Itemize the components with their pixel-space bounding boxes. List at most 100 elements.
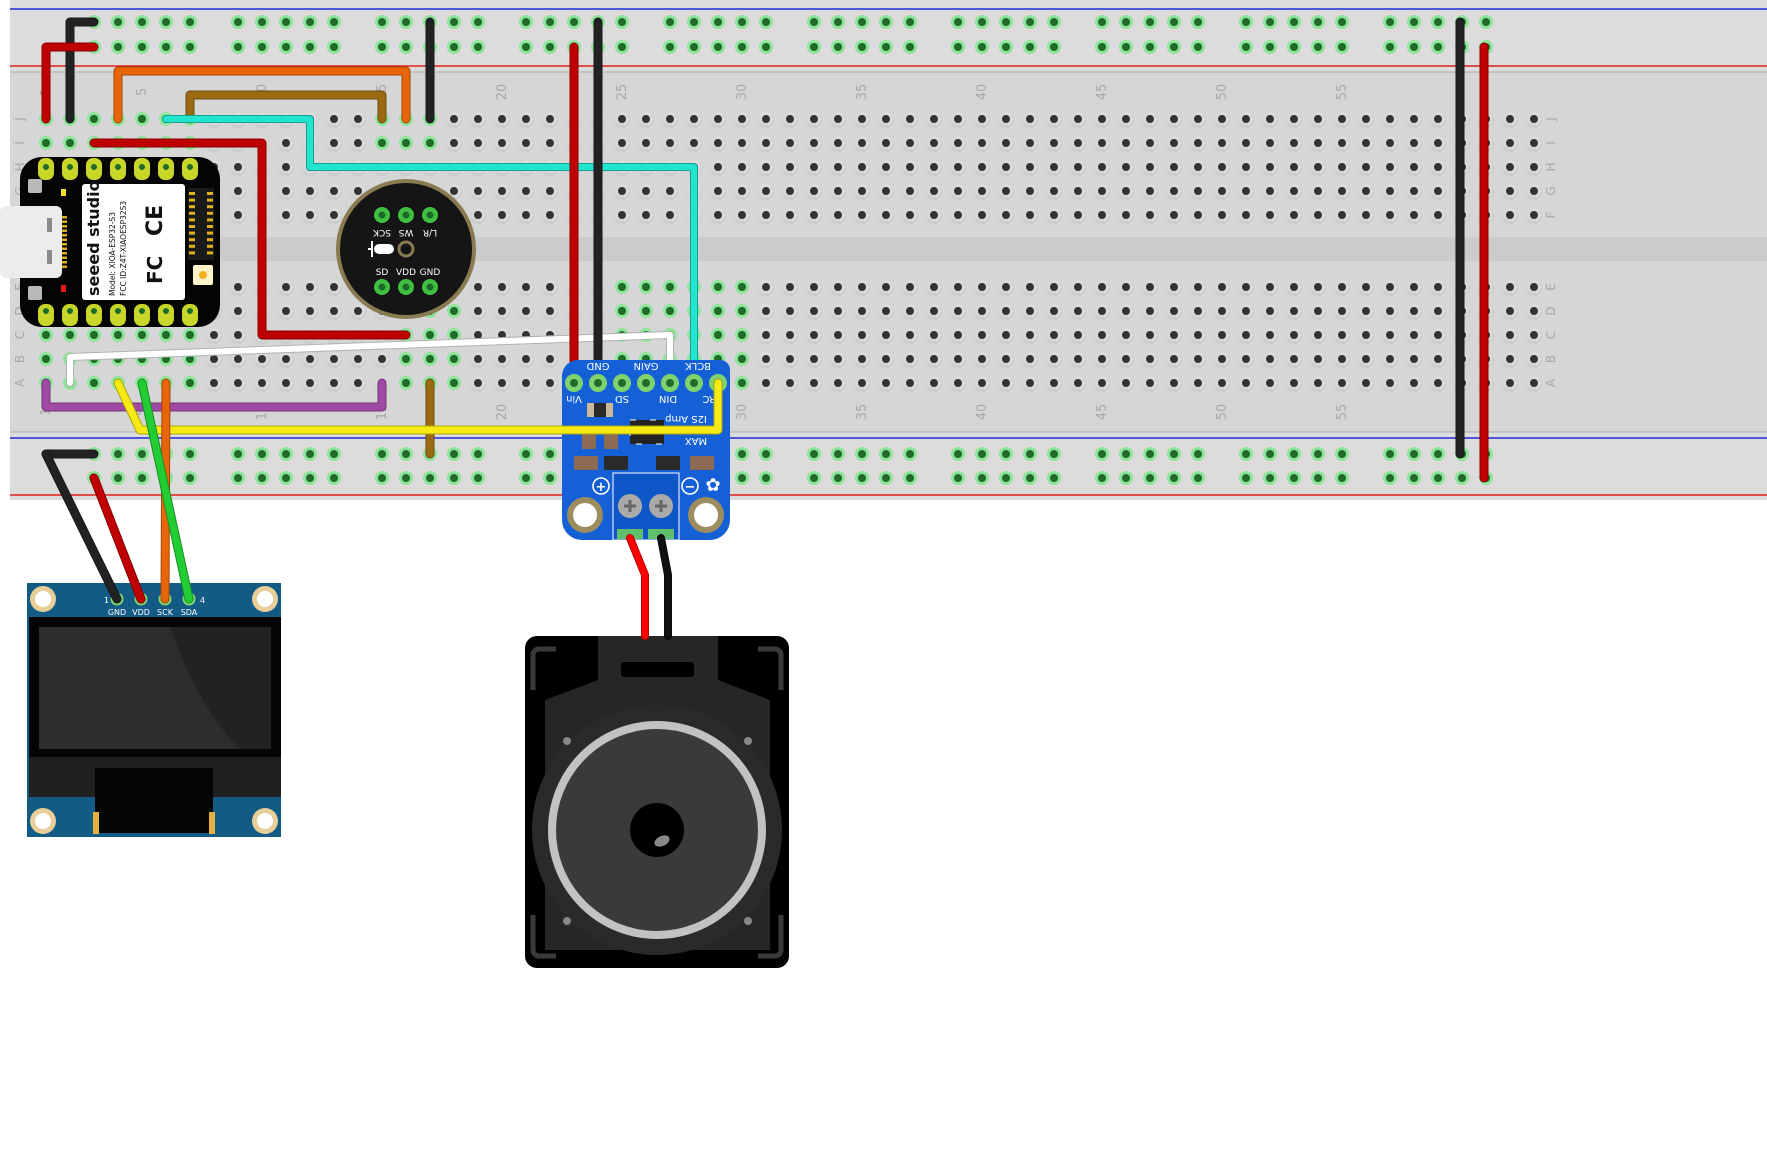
breadboard-hole[interactable] [1194,379,1202,387]
breadboard-hole[interactable] [786,211,794,219]
breadboard-hole[interactable] [618,283,626,291]
breadboard-hole[interactable] [1170,211,1178,219]
breadboard-hole[interactable] [1050,307,1058,315]
breadboard-hole[interactable] [1386,283,1394,291]
breadboard-hole[interactable] [1506,331,1514,339]
power-rail-hole[interactable] [1386,18,1394,26]
breadboard-hole[interactable] [786,307,794,315]
breadboard-hole[interactable] [1218,355,1226,363]
breadboard-hole[interactable] [762,379,770,387]
breadboard-hole[interactable] [1242,139,1250,147]
power-rail-hole[interactable] [138,450,146,458]
power-rail-hole[interactable] [162,18,170,26]
breadboard-hole[interactable] [330,355,338,363]
power-rail-hole[interactable] [186,43,194,51]
power-rail-hole[interactable] [834,18,842,26]
breadboard-hole[interactable] [1170,331,1178,339]
breadboard-hole[interactable] [858,379,866,387]
power-rail-hole[interactable] [402,43,410,51]
breadboard-hole[interactable] [930,187,938,195]
power-rail-hole[interactable] [234,450,242,458]
breadboard-hole[interactable] [234,331,242,339]
power-rail-hole[interactable] [282,474,290,482]
breadboard-hole[interactable] [978,139,986,147]
breadboard-hole[interactable] [906,211,914,219]
power-rail-hole[interactable] [1002,43,1010,51]
breadboard-hole[interactable] [1026,379,1034,387]
breadboard-hole[interactable] [930,379,938,387]
breadboard-hole[interactable] [450,331,458,339]
power-rail-hole[interactable] [1026,474,1034,482]
breadboard-hole[interactable] [810,163,818,171]
breadboard-hole[interactable] [1050,139,1058,147]
power-rail-hole[interactable] [1050,474,1058,482]
breadboard-hole[interactable] [1530,163,1538,171]
breadboard-hole[interactable] [714,139,722,147]
breadboard-hole[interactable] [1290,331,1298,339]
breadboard-hole[interactable] [930,163,938,171]
breadboard-hole[interactable] [282,355,290,363]
wire-yellow-amp-lrc[interactable] [114,379,722,434]
breadboard-hole[interactable] [426,139,434,147]
breadboard-hole[interactable] [1314,139,1322,147]
breadboard-hole[interactable] [498,283,506,291]
breadboard-hole[interactable] [1194,307,1202,315]
breadboard-hole[interactable] [930,283,938,291]
wire-speaker-pos[interactable] [627,535,648,639]
power-rail-hole[interactable] [1194,450,1202,458]
wire-rail-vcc-top-jumper[interactable] [42,43,98,123]
power-rail-hole[interactable] [570,18,578,26]
power-rail-hole[interactable] [1434,43,1442,51]
breadboard-hole[interactable] [1026,283,1034,291]
breadboard-hole[interactable] [642,307,650,315]
breadboard-hole[interactable] [882,307,890,315]
power-rail-hole[interactable] [978,43,986,51]
breadboard-hole[interactable] [234,379,242,387]
power-rail-hole[interactable] [690,43,698,51]
breadboard-hole[interactable] [978,379,986,387]
power-rail-hole[interactable] [1434,18,1442,26]
breadboard-hole[interactable] [834,115,842,123]
breadboard-hole[interactable] [1242,115,1250,123]
breadboard-hole[interactable] [1290,163,1298,171]
breadboard-hole[interactable] [834,379,842,387]
power-rail-hole[interactable] [810,450,818,458]
power-rail-hole[interactable] [1242,474,1250,482]
breadboard-hole[interactable] [1410,379,1418,387]
breadboard-hole[interactable] [978,115,986,123]
breadboard-hole[interactable] [330,211,338,219]
power-rail-hole[interactable] [138,18,146,26]
power-rail-hole[interactable] [738,474,746,482]
breadboard-hole[interactable] [1026,115,1034,123]
power-rail-hole[interactable] [762,43,770,51]
breadboard-hole[interactable] [522,115,530,123]
breadboard-hole[interactable] [546,115,554,123]
breadboard-hole[interactable] [1434,139,1442,147]
breadboard-hole[interactable] [1098,139,1106,147]
breadboard-hole[interactable] [330,187,338,195]
breadboard-hole[interactable] [1170,115,1178,123]
breadboard-hole[interactable] [522,187,530,195]
power-rail-hole[interactable] [234,43,242,51]
breadboard-hole[interactable] [738,307,746,315]
power-rail-hole[interactable] [258,43,266,51]
breadboard-hole[interactable] [1506,283,1514,291]
breadboard-hole[interactable] [1530,211,1538,219]
breadboard-hole[interactable] [1170,163,1178,171]
power-rail-hole[interactable] [882,450,890,458]
breadboard-hole[interactable] [450,139,458,147]
breadboard-hole[interactable] [450,115,458,123]
breadboard-hole[interactable] [1362,139,1370,147]
breadboard-hole[interactable] [1026,355,1034,363]
power-rail-hole[interactable] [1242,43,1250,51]
power-rail-hole[interactable] [114,474,122,482]
breadboard-hole[interactable] [1002,355,1010,363]
breadboard-hole[interactable] [1530,115,1538,123]
breadboard-hole[interactable] [354,379,362,387]
power-rail-hole[interactable] [954,474,962,482]
breadboard-hole[interactable] [1122,139,1130,147]
breadboard-hole[interactable] [546,379,554,387]
power-rail-hole[interactable] [666,43,674,51]
power-rail-hole[interactable] [258,474,266,482]
breadboard-hole[interactable] [522,283,530,291]
